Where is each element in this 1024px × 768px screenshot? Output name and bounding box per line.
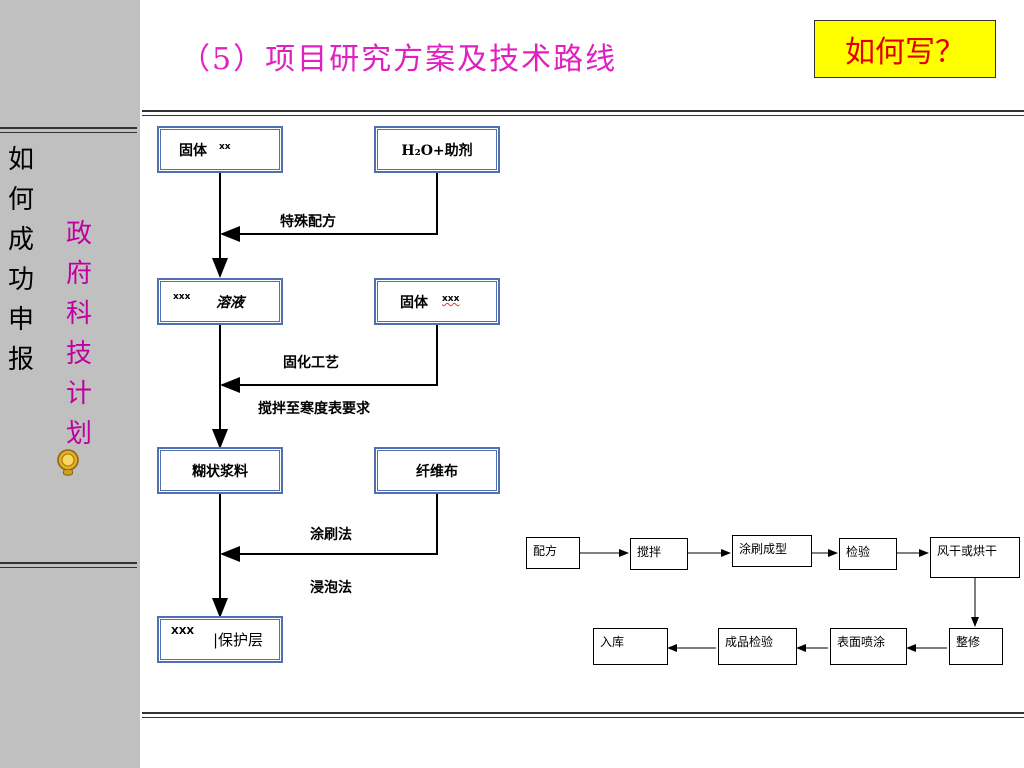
footer-rule-thin bbox=[142, 717, 1024, 718]
box-solid-2: 固体 xxx bbox=[374, 278, 500, 325]
process-step-dry: 风干或烘干 bbox=[930, 537, 1020, 578]
arrow-merge-3 bbox=[220, 494, 438, 562]
process-step-formula: 配方 bbox=[526, 537, 580, 569]
box-protective-layer: XXX |保护层 bbox=[157, 616, 283, 663]
how-to-write-label: 如何写？ bbox=[845, 35, 965, 70]
box-label: 固体 bbox=[400, 294, 428, 311]
box-solid-1: 固体 xx bbox=[157, 126, 283, 173]
box-fiber-cloth: 纤维布 bbox=[374, 447, 500, 494]
label-soak-method: 浸泡法 bbox=[310, 580, 352, 596]
page-title: （5）项目研究方案及技术路线 bbox=[180, 42, 618, 77]
process-step-surface-spray: 表面喷涂 bbox=[830, 628, 907, 665]
process-step-stir: 搅拌 bbox=[630, 538, 688, 570]
footer-rule bbox=[142, 712, 1024, 714]
label-special-formula: 特殊配方 bbox=[280, 214, 336, 230]
sidebar-char: 技 bbox=[66, 339, 93, 369]
label-stir-requirement: 搅拌至寒度表要求 bbox=[258, 401, 370, 417]
box-sup: XXX bbox=[171, 626, 195, 637]
box-sup: xxx bbox=[173, 292, 191, 302]
arrow-merge-2 bbox=[220, 325, 438, 393]
box-h2o-additive: H₂O+助剂 bbox=[374, 126, 500, 173]
box-solution: xxx 溶液 bbox=[157, 278, 283, 325]
label-curing-process: 固化工艺 bbox=[283, 355, 339, 371]
sidebar-rule-top bbox=[0, 127, 137, 129]
box-label: 糊状浆料 bbox=[192, 463, 248, 480]
sidebar-divider bbox=[140, 0, 142, 768]
header-rule-thin bbox=[142, 115, 1024, 116]
process-step-brush-forming: 涂刷成型 bbox=[732, 535, 812, 567]
box-label: 纤维布 bbox=[416, 463, 458, 480]
sidebar-char: 报 bbox=[8, 345, 35, 375]
label-brush-method: 涂刷法 bbox=[310, 527, 352, 543]
box-paste: 糊状浆料 bbox=[157, 447, 283, 494]
gold-coin-icon bbox=[57, 449, 79, 476]
sidebar-rule-bottom bbox=[0, 562, 137, 564]
sidebar-text-gov-plan: 政 府 科 技 计 划 bbox=[66, 214, 92, 454]
sidebar-char: 政 bbox=[66, 219, 93, 249]
box-label: |保护层 bbox=[212, 631, 264, 649]
box-label: 固体 bbox=[179, 142, 207, 159]
sidebar-char: 功 bbox=[8, 265, 35, 295]
box-sup: xx bbox=[219, 142, 231, 152]
how-to-write-badge: 如何写？ bbox=[814, 20, 996, 78]
sidebar-char: 何 bbox=[8, 185, 35, 215]
header-rule bbox=[142, 110, 1024, 112]
process-step-trim: 整修 bbox=[949, 628, 1003, 665]
sidebar-rule-bottom-thin bbox=[0, 567, 137, 568]
arrow-merge-1 bbox=[220, 173, 438, 242]
sidebar-char: 府 bbox=[66, 259, 93, 289]
sidebar-char: 如 bbox=[8, 145, 35, 175]
sidebar-char: 申 bbox=[8, 305, 35, 335]
sidebar-rule-top-thin bbox=[0, 132, 137, 133]
process-step-final-inspect: 成品检验 bbox=[718, 628, 797, 665]
process-step-inspect: 检验 bbox=[839, 538, 897, 570]
sidebar-char: 科 bbox=[66, 299, 93, 329]
sidebar-char: 划 bbox=[66, 419, 93, 449]
sidebar-char: 成 bbox=[8, 225, 35, 255]
sidebar-text-how-to-apply: 如 何 成 功 申 报 bbox=[8, 140, 34, 380]
process-step-storage: 入库 bbox=[593, 628, 668, 665]
sidebar-char: 计 bbox=[66, 379, 93, 409]
box-label: H₂O+助剂 bbox=[401, 142, 473, 159]
box-label: 溶液 bbox=[216, 294, 244, 311]
box-sup: xxx bbox=[442, 294, 460, 304]
